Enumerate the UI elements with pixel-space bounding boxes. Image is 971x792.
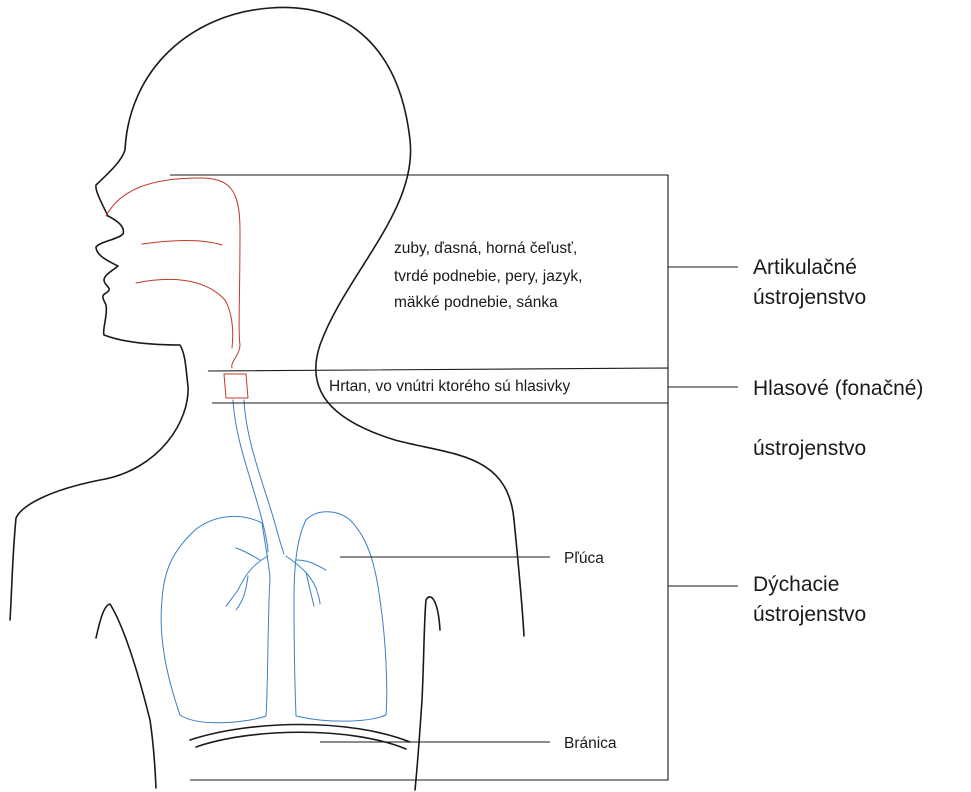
larynx: [224, 374, 248, 398]
respiration-bracket: [190, 403, 738, 780]
diaphragm-inner: [196, 732, 406, 749]
articulation-system-line-1: Artikulačné: [753, 256, 857, 279]
respiration-system-line-2: ústrojenstvo: [753, 603, 866, 626]
bronchi-right: [286, 556, 326, 606]
tongue-line: [136, 279, 233, 348]
left-arm-line: [415, 597, 440, 790]
larynx-note: Hrtan, vo vnútri ktorého sú hlasivky: [329, 378, 570, 395]
phonation-system-line-1: Hlasové (fonačné): [753, 377, 923, 400]
articulation-parts-line-1: zuby, ďasná, horná čeľusť,: [394, 240, 577, 257]
articulation-parts-line-3: mäkké podnebie, sánka: [394, 294, 558, 311]
diaphragm-label: Bránica: [564, 735, 617, 752]
left-lung: [161, 516, 270, 722]
phonation-system-line-2: ústrojenstvo: [753, 437, 866, 460]
articulation-system-line-2: ústrojenstvo: [753, 286, 866, 309]
upper-oral-line: [142, 240, 222, 245]
bronchi-left: [226, 548, 268, 610]
right-lung: [294, 512, 387, 721]
nasal-cavity: [106, 178, 240, 368]
articulation-parts-line-2: tvrdé podnebie, pery, jazyk,: [394, 268, 582, 285]
face-profile: [10, 216, 188, 620]
right-arm-line: [96, 604, 156, 788]
respiration-system-line-1: Dýchacie: [753, 573, 839, 596]
lungs-label: Pľúca: [564, 550, 604, 567]
head-outline: [96, 7, 524, 636]
